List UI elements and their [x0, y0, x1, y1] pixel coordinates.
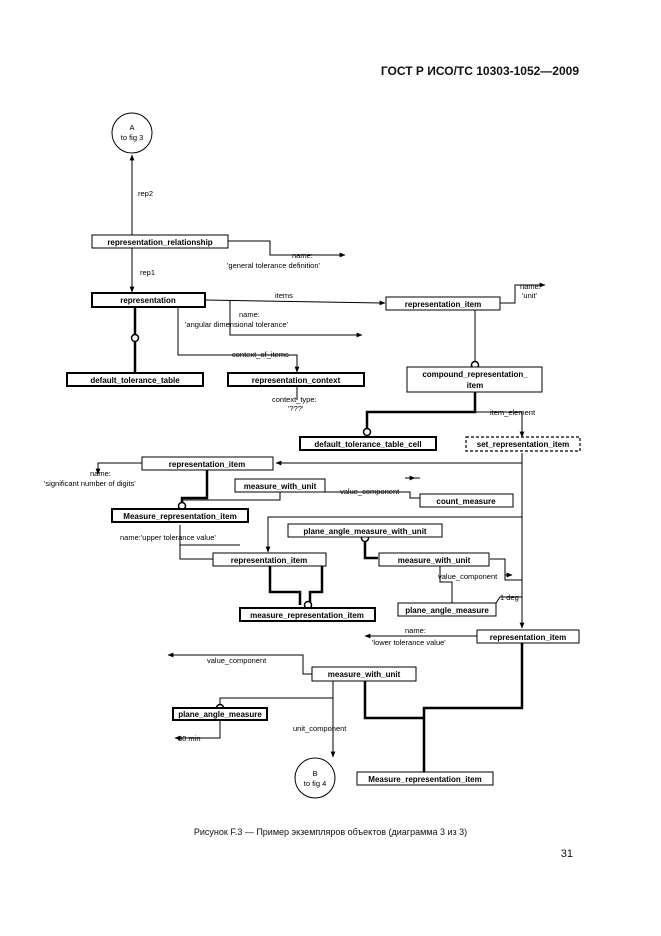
connector-b-ref: to fig 4: [304, 779, 327, 788]
label-thirty-min: 30 min: [178, 734, 201, 743]
entity-plane-angle-mwu: plane_angle_measure_with_unit: [303, 527, 426, 536]
entity-rep-item-sig: representation_item: [169, 460, 245, 469]
entity-rep-item-top: representation_item: [405, 300, 481, 309]
entity-rep-item-lower: representation_item: [490, 633, 566, 642]
entity-mwu-low: measure_with_unit: [328, 670, 401, 679]
label-name-unit: name:: [520, 282, 541, 291]
figure-caption: Рисунок F.3 — Пример экземпляров объекто…: [193, 827, 468, 837]
label-value-component-top: value_component: [340, 487, 400, 496]
label-rep2: rep2: [138, 189, 153, 198]
connector-b-letter: B: [312, 769, 317, 778]
label-angular-tol: 'angular dimensional tolerance': [185, 320, 288, 329]
standard-header: ГОСТ Р ИСО/ТС 10303-1052—2009: [380, 64, 579, 78]
label-upper-tol: name:'upper tolerance value': [120, 533, 216, 542]
label-qqq: '???': [288, 404, 304, 413]
diagram-connections: [95, 154, 546, 772]
entity-plane-angle-measure-low: plane_angle_measure: [178, 710, 262, 719]
label-name-general: name:: [292, 251, 313, 260]
entity-representation: representation: [120, 296, 176, 305]
entity-plane-angle-measure-mid: plane_angle_measure: [405, 606, 489, 615]
entity-mwu-top: measure_with_unit: [244, 482, 317, 491]
label-sig-digits: 'significant number of digits': [44, 479, 136, 488]
label-value-component-low: value_component: [207, 656, 267, 665]
label-items: items: [275, 291, 293, 300]
label-context-of-items: context_of_items: [232, 350, 289, 359]
label-item-element: item_element: [490, 408, 536, 417]
page-number: 31: [560, 848, 573, 860]
label-unit: 'unit': [522, 291, 538, 300]
label-value-component-mid: value_component: [438, 572, 498, 581]
connector-a-ref: to fig 3: [121, 133, 144, 142]
entity-rep-context: representation_context: [252, 376, 341, 385]
label-rep1: rep1: [140, 268, 155, 277]
label-lower-tol: 'lower tolerance value': [372, 638, 446, 647]
entity-labels: representation_relationship representati…: [90, 238, 569, 784]
label-context-type: context_type:: [272, 395, 317, 404]
label-name-angular: name:: [239, 310, 260, 319]
entity-mwu-mid: measure_with_unit: [398, 556, 471, 565]
entity-compound-line2: item: [467, 381, 483, 390]
connector-a-letter: A: [129, 123, 134, 132]
entity-measure-rep-upper: Measure_representation_item: [123, 512, 236, 521]
connector-circle-b: B to fig 4: [294, 757, 336, 799]
label-unit-component: unit_component: [293, 724, 347, 733]
entity-boxes: [66, 234, 581, 786]
entity-rep-rel: representation_relationship: [107, 238, 212, 247]
connector-circle-a: A to fig 3: [111, 112, 153, 154]
entity-default-tol-cell: default_tolerance_table_cell: [314, 440, 421, 449]
entity-default-tol-table: default_tolerance_table: [90, 376, 180, 385]
entity-measure-rep-low: Measure_representation_item: [368, 775, 481, 784]
attribute-labels: rep2 rep1 name: 'general tolerance defin…: [44, 189, 541, 743]
label-name-lower: name:: [405, 626, 426, 635]
entity-measure-rep-mid: measure_representation_item: [250, 611, 364, 620]
entity-count-measure: count_measure: [436, 497, 496, 506]
entity-rep-item-mid: representation_item: [231, 556, 307, 565]
label-name-sig: name:: [90, 469, 111, 478]
entity-set-rep-item: set_representation_item: [477, 440, 569, 449]
label-general-tol-def: 'general tolerance definition': [227, 261, 320, 270]
entity-compound-line1: compound_representation_: [422, 370, 528, 379]
label-one-deg: 1 deg: [500, 593, 519, 602]
